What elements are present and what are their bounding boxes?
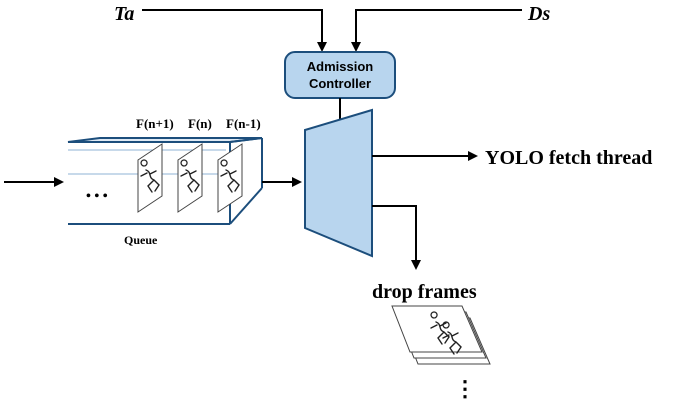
frame-label-n-minus-1: F(n-1) — [226, 116, 261, 131]
drop-label: drop frames — [372, 281, 477, 303]
queue-label: Queue — [124, 233, 158, 247]
frame-label-n-plus-1: F(n+1) — [136, 116, 174, 131]
ta-arrow — [142, 9, 327, 52]
queue-frame-2 — [177, 143, 203, 213]
frame-label-n: F(n) — [188, 116, 212, 131]
queue-frame-3 — [217, 143, 243, 213]
ta-label: Ta — [114, 3, 134, 25]
controller-label-line2: Controller — [309, 76, 371, 91]
yolo-label: YOLO fetch thread — [485, 147, 652, 169]
queue-frame-1 — [137, 143, 163, 213]
drop-arrow — [372, 205, 421, 270]
dropped-frames-stack — [391, 305, 491, 365]
ds-arrow — [351, 9, 522, 52]
controller-label-line1: Admission — [307, 59, 374, 74]
queue-ellipsis: • • • — [86, 189, 108, 204]
ds-label: Ds — [527, 3, 550, 25]
drop-ellipsis: ⋮ — [454, 376, 476, 400]
multiplexer-shape — [304, 108, 373, 258]
